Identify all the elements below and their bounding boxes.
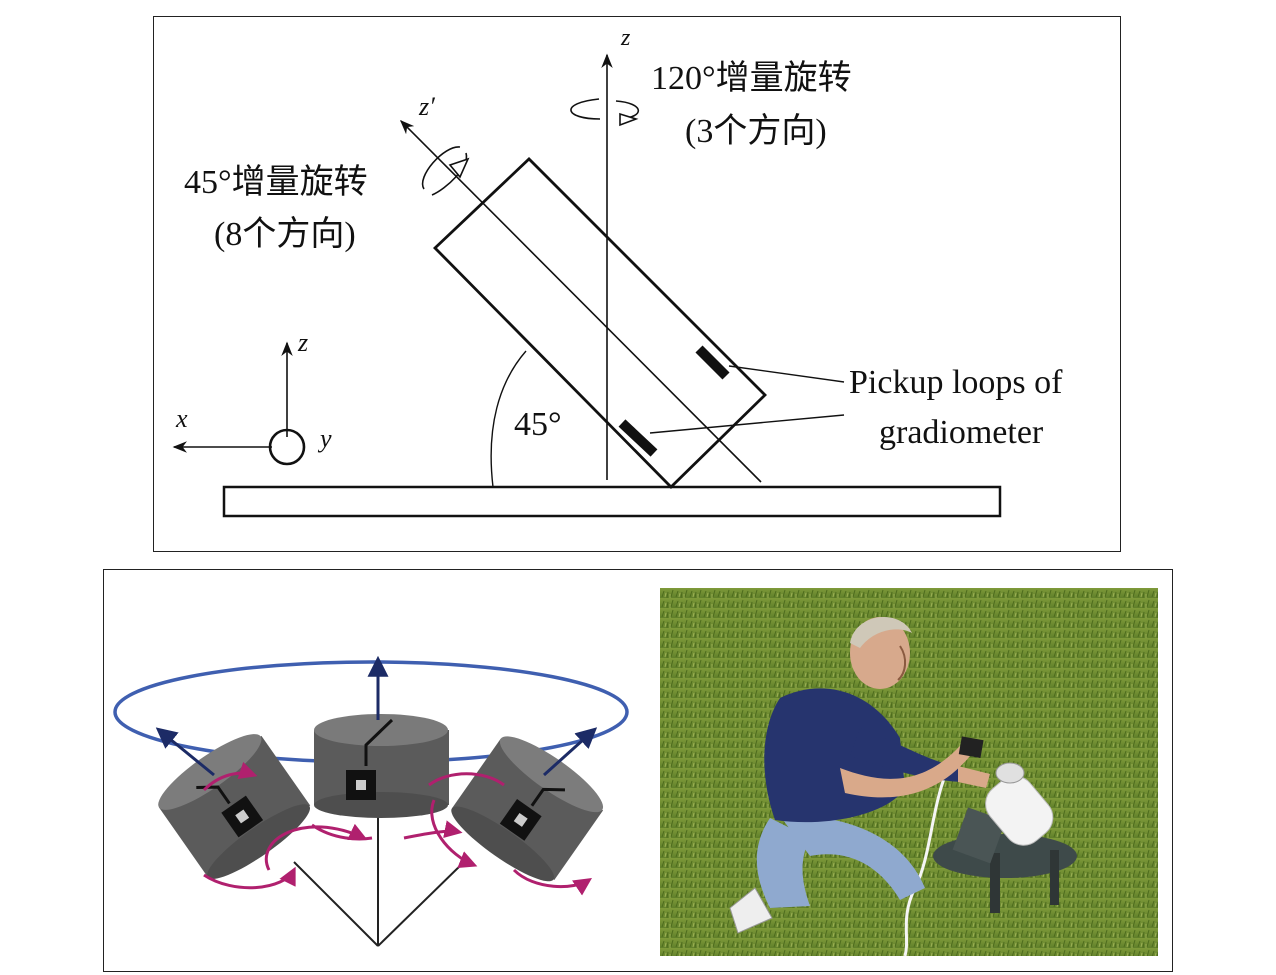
angle-45-label: 45° [514,406,562,443]
pickup-leader-upper [728,365,845,383]
tilted-z-prime-label: z′ [418,92,435,121]
right-sensor-cylinder [451,736,604,882]
rotation-45-directions: (8个方向) [214,215,356,253]
vertical-z-label: z [620,25,631,51]
orientation-diagram-panel: z 120°增量旋转 (3个方向) z′ 45°增量旋转 (8个方向) Pick… [153,16,1121,552]
left-sensor-cylinder [158,734,311,879]
tilted-z-prime-axis [399,119,762,483]
field-photo-drawing [660,588,1158,956]
frame-y-label: y [317,424,332,453]
orientation-diagram: z 120°增量旋转 (3个方向) z′ 45°增量旋转 (8个方向) Pick… [172,25,1063,518]
angle-45-arc [490,350,527,488]
center-sensor-cylinder [314,714,449,818]
support-legs [293,815,465,947]
rotation-120-label: 120°增量旋转 [651,59,852,97]
sensor-orientation-illustration [113,655,629,947]
pickup-label-line2: gradiometer [879,414,1044,451]
field-photo [660,588,1158,956]
instrument-cylinder [985,762,1054,846]
sensor-illustration-panel [103,569,1173,972]
tilted-sensor-housing [432,157,767,489]
left-orientation-arrow [155,727,215,777]
pickup-leader-lower [649,414,845,434]
frame-z-label: z [297,328,308,357]
rotation-arrows [202,761,592,896]
rotation-120-directions: (3个方向) [685,112,827,150]
pickup-loop-lower [618,419,658,457]
pickup-loop-upper [695,345,730,380]
instrument-base [933,807,1077,913]
pickup-label-line1: Pickup loops of [849,364,1063,401]
rotation-45-arrow-icon [421,146,470,196]
person-figure [729,616,990,934]
rotation-45-label: 45°增量旋转 [184,163,368,201]
frame-x-label: x [175,404,188,433]
base-plate [222,485,1002,518]
rotation-120-arrow-icon [570,98,640,127]
frame-y-axis-circle [268,428,306,466]
right-orientation-arrow [542,727,598,777]
